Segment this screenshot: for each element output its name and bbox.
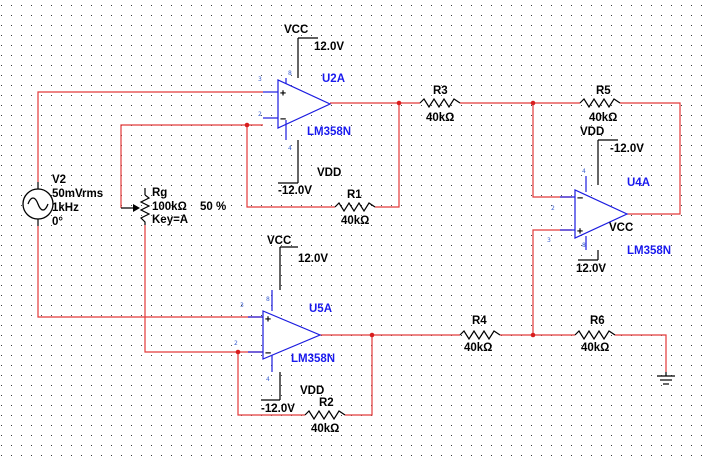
u4a-ref-label: U4A (627, 177, 650, 189)
pin-label: 3 (240, 302, 244, 309)
pin-label: 4 (582, 168, 586, 175)
opamp-u4a[interactable]: VDD -12.0V − + 2 3 4 8 U4A VCC LM358N 12… (547, 126, 671, 275)
r5-value-label: 40kΩ (589, 112, 617, 124)
r2-value-label: 40kΩ (311, 423, 339, 435)
u2a-part-label: LM358N (307, 126, 351, 138)
sine-wave-icon (27, 197, 49, 211)
wiper-arrow-icon (133, 204, 140, 212)
pin-label: 3 (547, 237, 551, 244)
r1-value-label: 40kΩ (341, 215, 369, 227)
plus-icon: + (280, 88, 286, 99)
opamp-u2a[interactable]: VCC 12.0V + − 3 2 8 4 U2A LM358N VDD -12… (258, 24, 351, 197)
ground-icon[interactable] (657, 372, 675, 385)
u2a-vdd-value: -12.0V (278, 185, 312, 197)
pot-ref-label: Rg (152, 187, 167, 199)
u5a-part-label: LM358N (291, 353, 335, 365)
r3-ref-label: R3 (433, 85, 448, 97)
pin-label: 2 (551, 205, 555, 212)
minus-icon: − (280, 114, 286, 125)
junctions (235, 100, 536, 355)
pin-label: 2 (258, 111, 262, 118)
u2a-vcc-value: 12.0V (314, 41, 344, 53)
u5a-vcc-label: VCC (267, 235, 291, 247)
opamp-triangle (262, 310, 322, 360)
resistor-r1[interactable]: R1 40kΩ (334, 189, 376, 227)
minus-icon: − (577, 193, 583, 204)
u4a-part-label: LM358N (627, 245, 671, 257)
junction-dot (369, 332, 375, 338)
r2-ref-label: R2 (319, 397, 334, 409)
plus-icon: + (577, 226, 583, 237)
source-frequency-label: 1kHz (52, 202, 79, 214)
r4-ref-label: R4 (472, 315, 487, 327)
u2a-vdd-label: VDD (317, 167, 341, 179)
resistor-r5[interactable]: R5 40kΩ (579, 85, 621, 124)
r5-ref-label: R5 (596, 85, 611, 97)
resistor-r4[interactable]: R4 40kΩ (459, 315, 501, 354)
pot-value-label: 100kΩ (152, 201, 187, 213)
junction-dot (396, 100, 402, 106)
wires (37, 91, 681, 416)
resistor-r3[interactable]: R3 40kΩ (419, 85, 461, 124)
pin-label: 4 (288, 145, 292, 152)
minus-icon: − (265, 348, 271, 359)
u5a-vcc-value: 12.0V (298, 253, 328, 265)
junction-dot (530, 332, 536, 338)
u4a-vdd-label: VDD (580, 126, 604, 138)
r6-value-label: 40kΩ (581, 342, 609, 354)
pin-label: 8 (266, 296, 270, 303)
source-ref-label: V2 (52, 174, 66, 186)
resistor-r2[interactable]: R2 40kΩ (304, 397, 346, 435)
opamp-u5a[interactable]: VCC 12.0V + − 3 2 8 4 U5A LM358N VDD -12… (234, 235, 335, 415)
resistor-r6[interactable]: R6 40kΩ (574, 315, 616, 354)
pin-label: 3 (258, 76, 262, 83)
source-phase-label: 0° (52, 216, 63, 228)
pin-label: 8 (582, 242, 586, 249)
pin-label: 8 (288, 70, 292, 77)
opamp-triangle (574, 189, 629, 239)
r6-ref-label: R6 (590, 315, 605, 327)
u4a-vdd-value: -12.0V (610, 143, 644, 155)
junction-dot (530, 100, 536, 106)
opamp-triangle (277, 79, 332, 129)
u2a-ref-label: U2A (322, 73, 345, 85)
pot-key-label: Key=A (152, 214, 188, 226)
r3-value-label: 40kΩ (426, 112, 454, 124)
source-amplitude-label: 50mVrms (52, 188, 103, 200)
u5a-vdd-label: VDD (300, 385, 324, 397)
pot-setting-label: 50 % (200, 201, 226, 213)
junction-dot (235, 349, 241, 355)
junction-dot (244, 122, 250, 128)
source-v2[interactable]: V2 50mVrms 1kHz 0° (22, 174, 103, 228)
u4a-vcc-value: 12.0V (576, 263, 606, 275)
pin-label: 2 (234, 340, 238, 347)
u5a-ref-label: U5A (309, 303, 332, 315)
u2a-vcc-label: VCC (284, 24, 308, 36)
r4-value-label: 40kΩ (464, 342, 492, 354)
pin-label: 4 (266, 376, 270, 383)
r1-ref-label: R1 (347, 189, 362, 201)
plus-icon: + (265, 314, 271, 325)
u5a-vdd-value: -12.0V (261, 403, 295, 415)
u4a-vcc-label: VCC (609, 222, 633, 234)
potentiometer-rg[interactable]: Rg 100kΩ 50 % Key=A (121, 187, 226, 226)
